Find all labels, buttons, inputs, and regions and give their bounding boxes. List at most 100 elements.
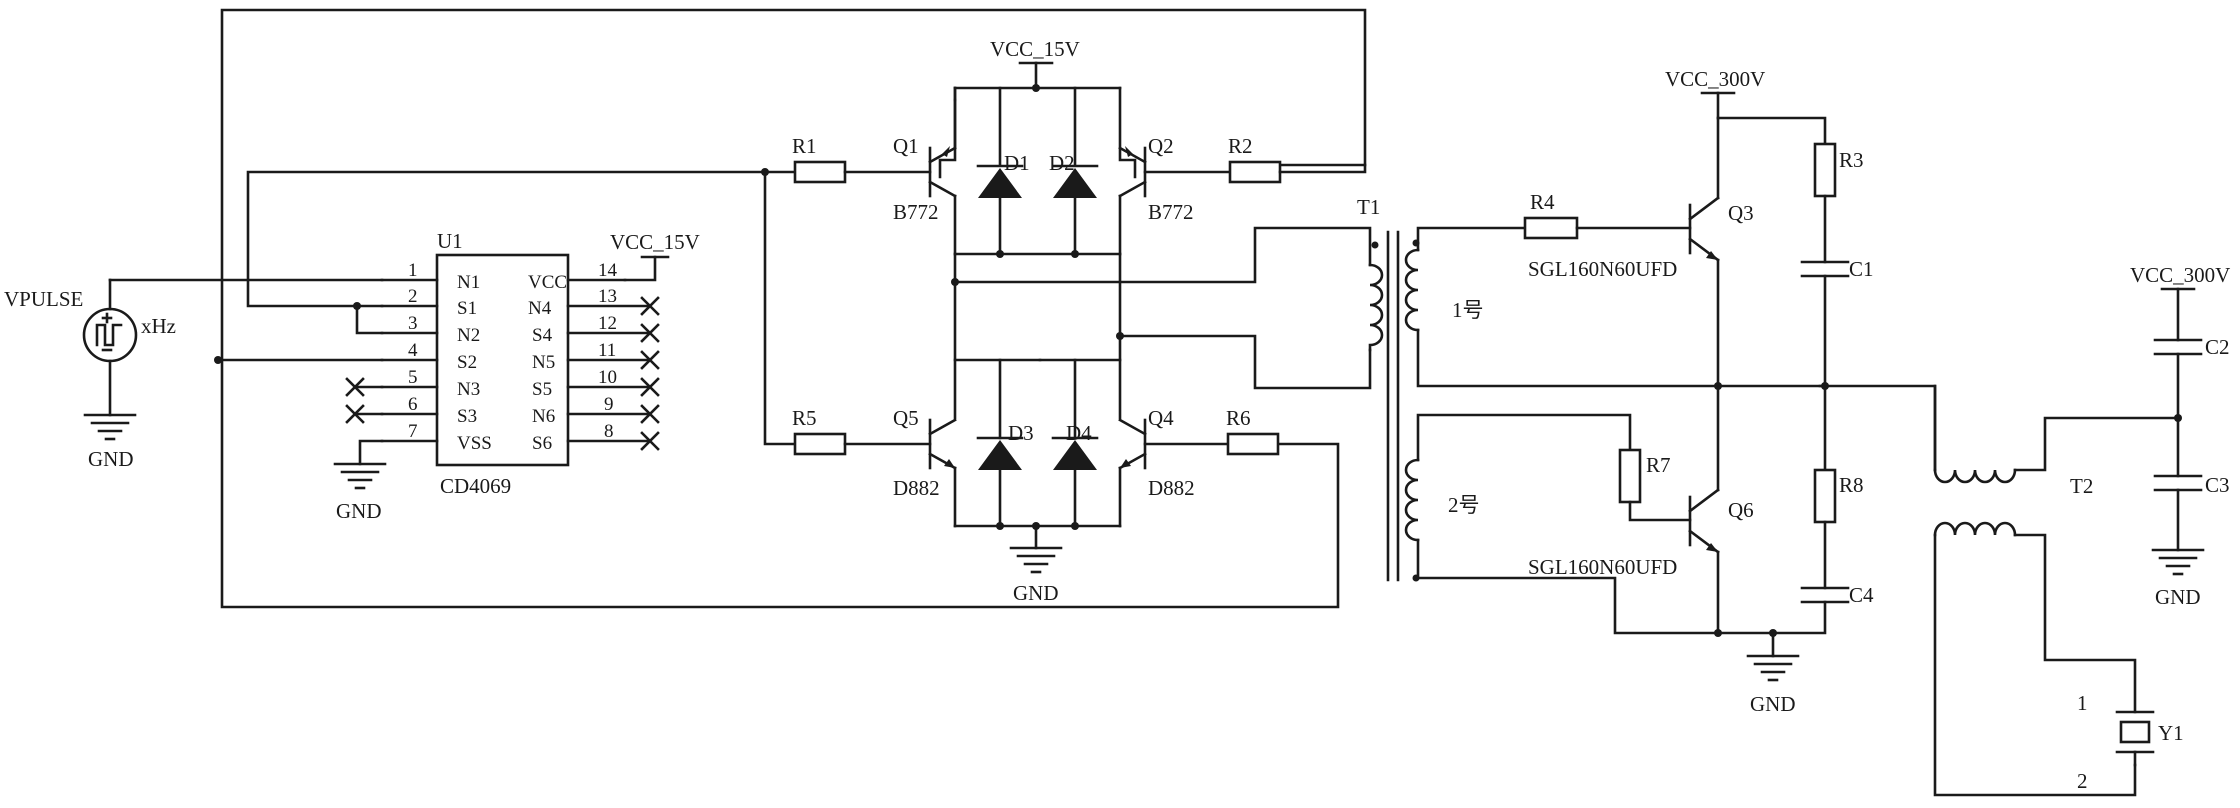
gnd-label-source: GND bbox=[88, 447, 134, 471]
vpulse-source bbox=[82, 278, 138, 417]
transistor-q1 bbox=[928, 98, 957, 256]
ground-symbol-c3 bbox=[2151, 488, 2205, 576]
pin-name: S5 bbox=[532, 379, 552, 400]
q6-label: Q6 bbox=[1728, 498, 1754, 522]
vcc-15v-label-top: VCC_15V bbox=[990, 37, 1080, 61]
q1-part-label: B772 bbox=[893, 200, 939, 224]
outer-loop-wire bbox=[220, 8, 1367, 609]
diode-d2 bbox=[1051, 86, 1099, 256]
pin-num: 8 bbox=[604, 421, 614, 442]
pin-name: S4 bbox=[532, 325, 553, 346]
ground-symbol-bridge bbox=[1009, 524, 1063, 574]
r8-label: R8 bbox=[1839, 473, 1864, 497]
pin-name: N4 bbox=[528, 298, 552, 319]
pin-name: N3 bbox=[457, 379, 480, 400]
transistor-q5 bbox=[928, 418, 957, 528]
y1-pin2-label: 2 bbox=[2077, 769, 2088, 793]
r5-label: R5 bbox=[792, 406, 817, 430]
c3-label: C3 bbox=[2205, 473, 2230, 497]
pin-num: 2 bbox=[408, 286, 418, 307]
pin-num: 4 bbox=[408, 340, 418, 361]
q4-part-label: D882 bbox=[1148, 476, 1195, 500]
q1-label: Q1 bbox=[893, 134, 919, 158]
t1-label: T1 bbox=[1357, 195, 1380, 219]
r4-label: R4 bbox=[1530, 190, 1555, 214]
vpulse-label: VPULSE bbox=[4, 287, 83, 311]
d2-label: D2 bbox=[1049, 151, 1075, 175]
resistor-r6 bbox=[1226, 432, 1280, 456]
diode-d4 bbox=[1051, 358, 1099, 528]
ground-symbol-right bbox=[1746, 631, 1800, 682]
resistor-r3 bbox=[1813, 142, 1837, 198]
ic-u1-label: U1 bbox=[437, 229, 463, 253]
y1-pin1-label: 1 bbox=[2077, 691, 2088, 715]
resistor-r8 bbox=[1813, 468, 1837, 524]
pin-name: N2 bbox=[457, 325, 480, 346]
vcc-300v-label-a: VCC_300V bbox=[1665, 67, 1765, 91]
winding-1-label: 1号 bbox=[1452, 298, 1484, 322]
gnd-label-right: GND bbox=[1750, 692, 1796, 716]
resistor-r1 bbox=[793, 160, 847, 184]
r7-label: R7 bbox=[1646, 453, 1671, 477]
r2-label: R2 bbox=[1228, 134, 1253, 158]
pin-num: 7 bbox=[408, 421, 418, 442]
transistor-q3 bbox=[1688, 116, 1720, 388]
pin-name: N6 bbox=[532, 406, 555, 427]
d4-label: D4 bbox=[1066, 421, 1092, 445]
y1-label: Y1 bbox=[2158, 721, 2184, 745]
pin-num: 6 bbox=[408, 394, 418, 415]
pin-num: 12 bbox=[598, 313, 617, 334]
pin-name: S6 bbox=[532, 433, 552, 454]
q6-part-label: SGL160N60UFD bbox=[1528, 555, 1677, 579]
r1-label: R1 bbox=[792, 134, 817, 158]
t2-label: T2 bbox=[2070, 474, 2093, 498]
ic-part-label: CD4069 bbox=[440, 474, 511, 498]
pin-name: N5 bbox=[532, 352, 555, 373]
gnd-label-bridge: GND bbox=[1013, 581, 1059, 605]
q3-part-label: SGL160N60UFD bbox=[1528, 257, 1677, 281]
resistor-r2 bbox=[1228, 160, 1282, 184]
crystal-y1 bbox=[2115, 710, 2155, 767]
pin-name: VSS bbox=[457, 433, 492, 454]
pin-name: S2 bbox=[457, 352, 477, 373]
transformer-t2 bbox=[1933, 468, 2017, 537]
q4-label: Q4 bbox=[1148, 406, 1174, 430]
pin-num: 3 bbox=[408, 313, 418, 334]
d1-label: D1 bbox=[1004, 151, 1030, 175]
q5-label: Q5 bbox=[893, 406, 919, 430]
pin-num: 13 bbox=[598, 286, 617, 307]
s1-output-wire bbox=[246, 170, 767, 308]
pin-name: S3 bbox=[457, 406, 477, 427]
transistor-q2 bbox=[1118, 146, 1147, 256]
c4-label: C4 bbox=[1849, 583, 1874, 607]
pin-num: 10 bbox=[598, 367, 617, 388]
q2-part-label: B772 bbox=[1148, 200, 1194, 224]
pin-num: 1 bbox=[408, 260, 418, 281]
resistor-r7 bbox=[1618, 448, 1642, 504]
diode-d1 bbox=[976, 86, 1024, 256]
ground-symbol-ic bbox=[333, 439, 387, 490]
transistor-q4 bbox=[1118, 418, 1147, 528]
pin-num: 5 bbox=[408, 367, 418, 388]
resistor-r5 bbox=[793, 432, 847, 456]
r6-label: R6 bbox=[1226, 406, 1251, 430]
q3-label: Q3 bbox=[1728, 201, 1754, 225]
q5-part-label: D882 bbox=[893, 476, 940, 500]
q2-label: Q2 bbox=[1148, 134, 1174, 158]
vcc-300v-label-b: VCC_300V bbox=[2130, 263, 2230, 287]
diode-d3 bbox=[976, 358, 1024, 528]
pin-name: N1 bbox=[457, 272, 480, 293]
gnd-label-c3: GND bbox=[2155, 585, 2201, 609]
d3-label: D3 bbox=[1008, 421, 1034, 445]
c1-label: C1 bbox=[1849, 257, 1874, 281]
vcc-15v-label-ic: VCC_15V bbox=[610, 230, 700, 254]
ic-right-pins bbox=[566, 278, 652, 443]
transistor-q6 bbox=[1688, 384, 1720, 635]
pin-name: VCC bbox=[528, 272, 567, 293]
transformer-t1 bbox=[1368, 230, 1420, 582]
frequency-label: xHz bbox=[141, 314, 176, 338]
pin-num: 11 bbox=[598, 340, 616, 361]
c2-label: C2 bbox=[2205, 335, 2230, 359]
